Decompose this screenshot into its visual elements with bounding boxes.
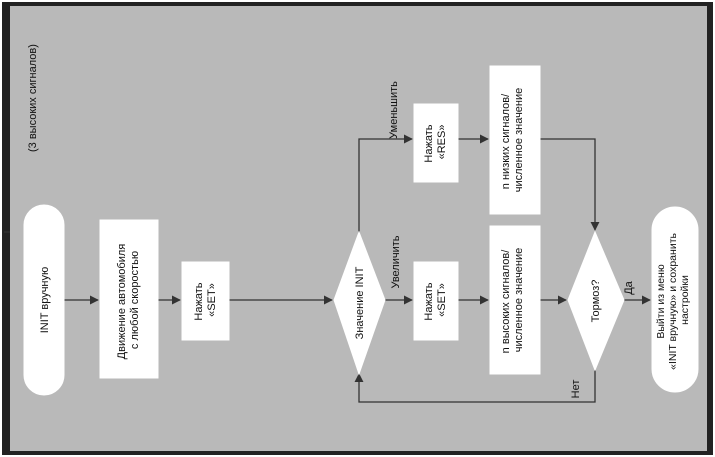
press-res-line-2: «RES» xyxy=(436,125,448,160)
svg-text:Нажать «SET»: Нажать «SET» xyxy=(423,279,448,320)
decision-brake-label: Тормоз? xyxy=(590,280,602,323)
press-res-line-1: Нажать xyxy=(423,124,435,162)
decision-brake-diamond xyxy=(567,230,625,372)
drive-line-2: с любой скоростью xyxy=(129,251,141,349)
low-signals-box xyxy=(489,65,541,215)
press-set2-line-2: «SET» xyxy=(436,283,448,317)
end-terminal xyxy=(651,206,699,393)
start-terminal xyxy=(23,204,65,396)
decision-init-label: Значение INIT xyxy=(354,266,366,339)
end-line-1: Выйти из меню xyxy=(655,264,667,338)
press-set-box xyxy=(181,261,230,341)
press-set-line-2: «SET» xyxy=(206,283,218,317)
branch-decrease-label: Уменьшить xyxy=(388,81,400,139)
svg-text:Нажать «RES»: Нажать «RES» xyxy=(423,121,448,162)
high-signals-line-2: численное значение xyxy=(513,248,525,353)
low-signals-line-1: n низких сигналов/ xyxy=(500,93,512,189)
end-line-2: «INIT вручную» и сохранить xyxy=(667,233,679,370)
decision-init-diamond xyxy=(333,230,386,376)
end-line-3: настройки xyxy=(679,275,691,325)
low-signals-line-2: численное значение xyxy=(513,88,525,193)
no-label: Нет xyxy=(570,380,582,399)
high-signals-box xyxy=(489,225,541,375)
svg-text:n низких сигналов/ численн: n низких сигналов/ численное значение xyxy=(500,88,525,193)
svg-text:n высоких сигналов/ числен: n высоких сигналов/ численное значение xyxy=(500,247,525,354)
drive-line-1: Движение автомобиля xyxy=(116,244,128,360)
press-set2-line-1: Нажать xyxy=(423,282,435,320)
edge-decrease xyxy=(358,134,413,235)
edge-low-brake xyxy=(540,138,600,231)
press-set2-box xyxy=(413,261,459,341)
edge-no-loop xyxy=(354,370,596,403)
press-set-line-1: Нажать xyxy=(193,282,205,320)
svg-text:Движение автомобиля с любо: Движение автомобиля с любой скоростью xyxy=(116,241,141,360)
drive-step-box xyxy=(99,219,159,379)
svg-text:Выйти из меню «INIT вручну: Выйти из меню «INIT вручную» и сохранить… xyxy=(655,230,691,370)
start-label: INIT вручную xyxy=(39,267,51,334)
high-signals-line-1: n высоких сигналов/ xyxy=(500,249,512,354)
note-label: (3 высоких сигналов) xyxy=(27,44,39,152)
press-res-box xyxy=(413,103,459,183)
branch-increase-label: Увеличить xyxy=(390,235,402,288)
yes-label: Да xyxy=(623,280,635,294)
svg-text:Нажать «SET»: Нажать «SET» xyxy=(193,279,218,320)
